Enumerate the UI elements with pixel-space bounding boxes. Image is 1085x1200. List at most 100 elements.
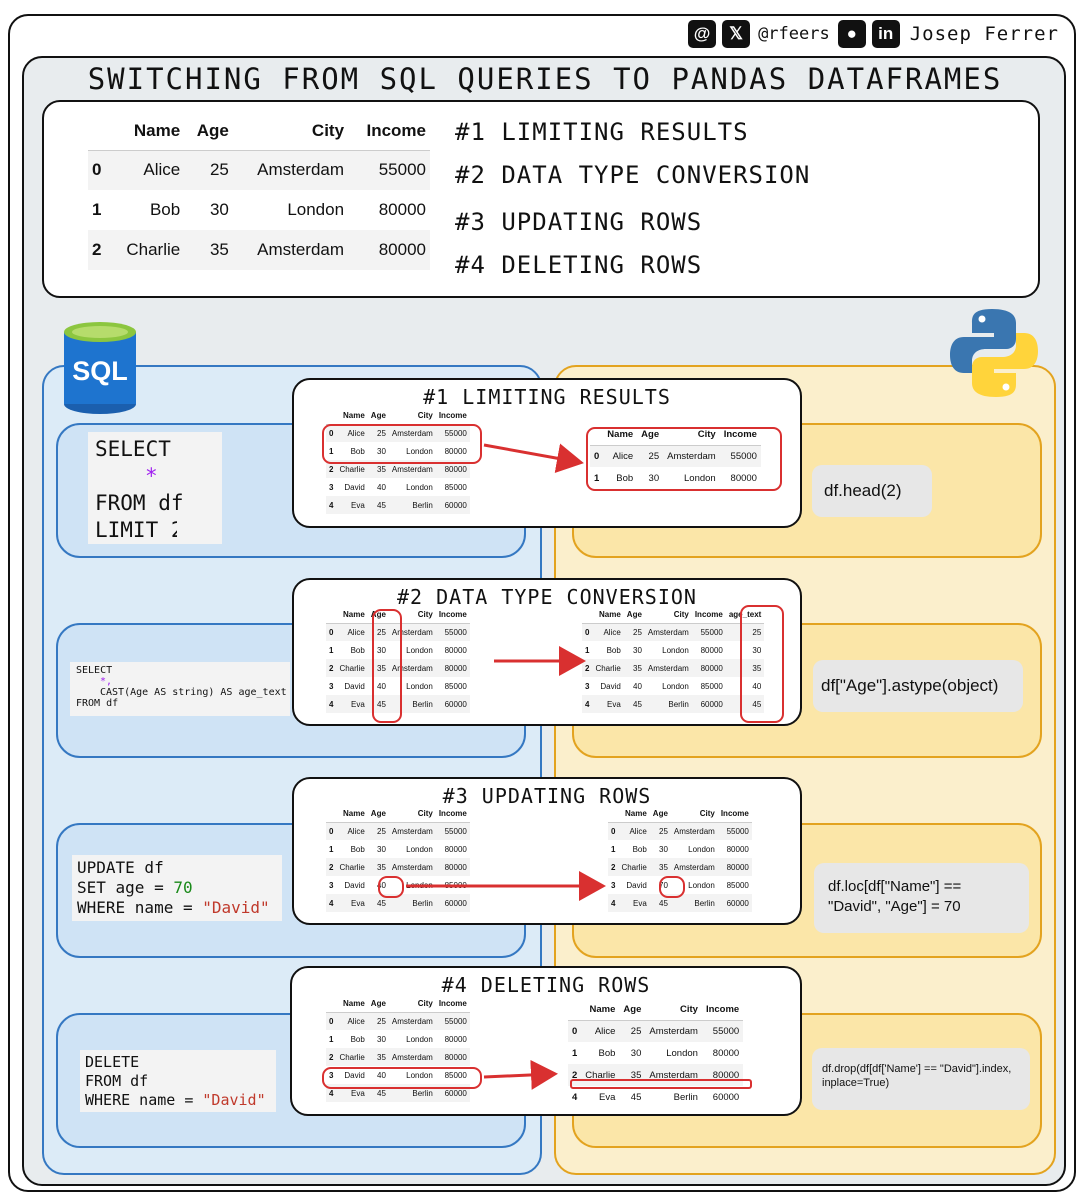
table-cell: 4 xyxy=(329,500,334,510)
toc-item: #1 LIMITING RESULTS xyxy=(455,118,749,146)
table-cell: Bob xyxy=(598,1047,616,1059)
column-header: Income xyxy=(366,120,426,140)
table-cell: London xyxy=(406,1034,433,1044)
threads-icon[interactable]: @ xyxy=(688,20,717,48)
table-cell: Amsterdam xyxy=(647,627,689,637)
pandas-code-astype: df["Age"].astype(object) xyxy=(813,660,1023,712)
table-cell: 80000 xyxy=(700,663,723,673)
column-header: Income xyxy=(438,411,467,421)
column-header: Income xyxy=(694,610,723,620)
column-header: City xyxy=(417,610,433,620)
table-cell: Amsterdam xyxy=(667,450,716,462)
svg-text:SQL: SQL xyxy=(72,356,128,386)
author-handle[interactable]: @rfeers xyxy=(758,24,830,44)
highlight-box xyxy=(322,424,482,464)
x-icon[interactable]: 𝕏 xyxy=(722,20,751,48)
table-cell: Alice xyxy=(347,627,365,637)
table-cell: 35 xyxy=(377,663,386,673)
column-header: Age xyxy=(626,610,642,620)
table-cell: 35 xyxy=(377,1052,386,1062)
column-header: Income xyxy=(438,999,467,1009)
table-cell: 80000 xyxy=(730,472,757,484)
table-cell: London xyxy=(406,446,433,456)
highlight-box xyxy=(586,427,782,491)
table-cell: David xyxy=(344,880,365,890)
table-cell: 60000 xyxy=(444,500,467,510)
table-cell: Eva xyxy=(351,699,365,709)
table-cell: Eva xyxy=(607,699,621,709)
table-cell: 0 xyxy=(594,450,600,462)
linkedin-icon[interactable]: in xyxy=(871,20,900,48)
pandas-code-drop: df.drop(df[df['Name'] == "David"].index,… xyxy=(812,1048,1030,1110)
table-cell: Eva xyxy=(351,500,365,510)
table-cell: 1 xyxy=(611,844,616,854)
table-cell: 25 xyxy=(648,450,660,462)
table-cell: 3 xyxy=(329,880,334,890)
table-cell: 40 xyxy=(377,880,386,890)
column-header: City xyxy=(311,120,345,140)
table-cell: Eva xyxy=(351,898,365,908)
table-cell: Bob xyxy=(350,446,365,456)
table-cell: 80000 xyxy=(712,1069,740,1081)
table-cell: 30 xyxy=(377,844,386,854)
column-header: Income xyxy=(720,809,749,819)
column-header xyxy=(326,806,336,822)
table-cell: 35 xyxy=(752,663,762,673)
table-cell: 25 xyxy=(377,826,386,836)
table-cell: David xyxy=(626,880,647,890)
table-cell: London xyxy=(406,1070,433,1080)
column-header: City xyxy=(417,999,433,1009)
table-cell: 0 xyxy=(329,627,334,637)
table-cell: 35 xyxy=(630,1069,642,1081)
table-cell: 1 xyxy=(329,645,334,655)
table-cell: 40 xyxy=(377,681,386,691)
highlight-box xyxy=(740,605,784,723)
table-cell: 60000 xyxy=(444,898,467,908)
table-cell: 25 xyxy=(659,826,668,836)
table-cell: London xyxy=(684,472,716,484)
table-cell: 25 xyxy=(752,627,762,637)
table-cell: 60000 xyxy=(444,699,467,709)
table-cell: Charlie xyxy=(621,862,647,872)
table-cell: 45 xyxy=(633,699,642,709)
highlight-box xyxy=(570,1079,752,1089)
table-cell: 4 xyxy=(572,1091,578,1103)
table-cell: Berlin xyxy=(668,699,689,709)
table-cell: Berlin xyxy=(412,898,433,908)
table-cell: Amsterdam xyxy=(391,826,433,836)
table-cell: Amsterdam xyxy=(391,862,433,872)
table-cell: 0 xyxy=(572,1025,578,1037)
table-cell: 0 xyxy=(585,627,590,637)
table-cell: 2 xyxy=(329,663,334,673)
step-title: #3 UPDATING ROWS xyxy=(442,784,652,808)
step-card-update: #3 UPDATING ROWS xyxy=(292,777,802,925)
table-cell: Bob xyxy=(606,645,621,655)
table-cell: Charlie xyxy=(339,862,365,872)
table-cell: David xyxy=(344,482,365,492)
medium-icon[interactable]: ● xyxy=(837,20,866,48)
table-cell: Alice xyxy=(612,450,634,462)
table-cell: 4 xyxy=(585,699,590,709)
highlight-box xyxy=(372,609,402,723)
table-cell: London xyxy=(406,645,433,655)
table-cell: 85000 xyxy=(444,880,467,890)
table-cell: 25 xyxy=(630,1025,642,1037)
column-header xyxy=(326,996,336,1012)
